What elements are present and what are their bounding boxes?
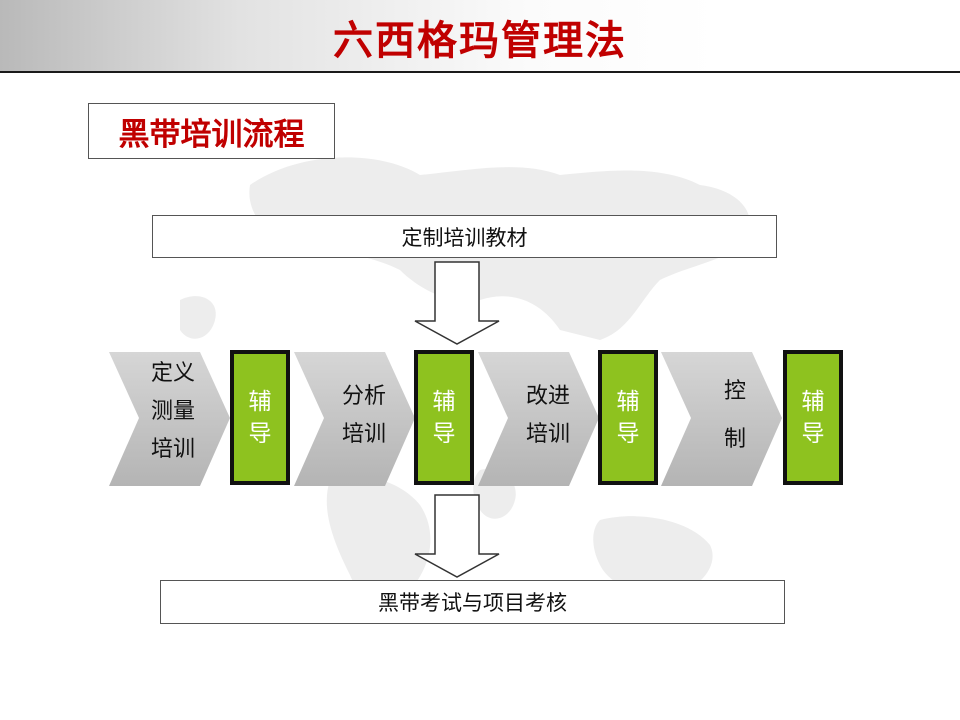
coaching-box-4: 辅导 — [783, 350, 843, 485]
down-arrow-top — [414, 261, 500, 345]
top-process-box: 定制培训教材 — [152, 215, 777, 258]
stage-analyze-label: 分析 培训 — [341, 384, 386, 447]
chevron-stage-define — [109, 352, 230, 486]
stage-control-label: 控 制 — [723, 379, 746, 452]
header-band — [0, 0, 960, 71]
header-divider — [0, 71, 960, 73]
bottom-process-label: 黑带考试与项目考核 — [378, 591, 567, 615]
down-arrow-bottom — [414, 494, 500, 578]
top-process-label: 定制培训教材 — [401, 225, 528, 250]
section-title-box: 黑带培训流程 — [88, 103, 335, 159]
section-title: 黑带培训流程 — [118, 116, 305, 153]
coaching-box-2: 辅导 — [414, 350, 474, 485]
chevron-stage-control — [661, 352, 782, 486]
coaching-box-3: 辅导 — [598, 350, 658, 485]
page-title: 六西格玛管理法 — [333, 18, 627, 64]
coaching-box-1: 辅导 — [230, 350, 290, 485]
stage-improve-label: 改进 培训 — [525, 384, 570, 447]
chevron-stage-improve — [478, 352, 599, 486]
stage-define-label: 定义 测量 培训 — [150, 361, 195, 462]
bottom-process-box: 黑带考试与项目考核 — [160, 580, 785, 624]
chevron-stage-analyze — [294, 352, 415, 486]
